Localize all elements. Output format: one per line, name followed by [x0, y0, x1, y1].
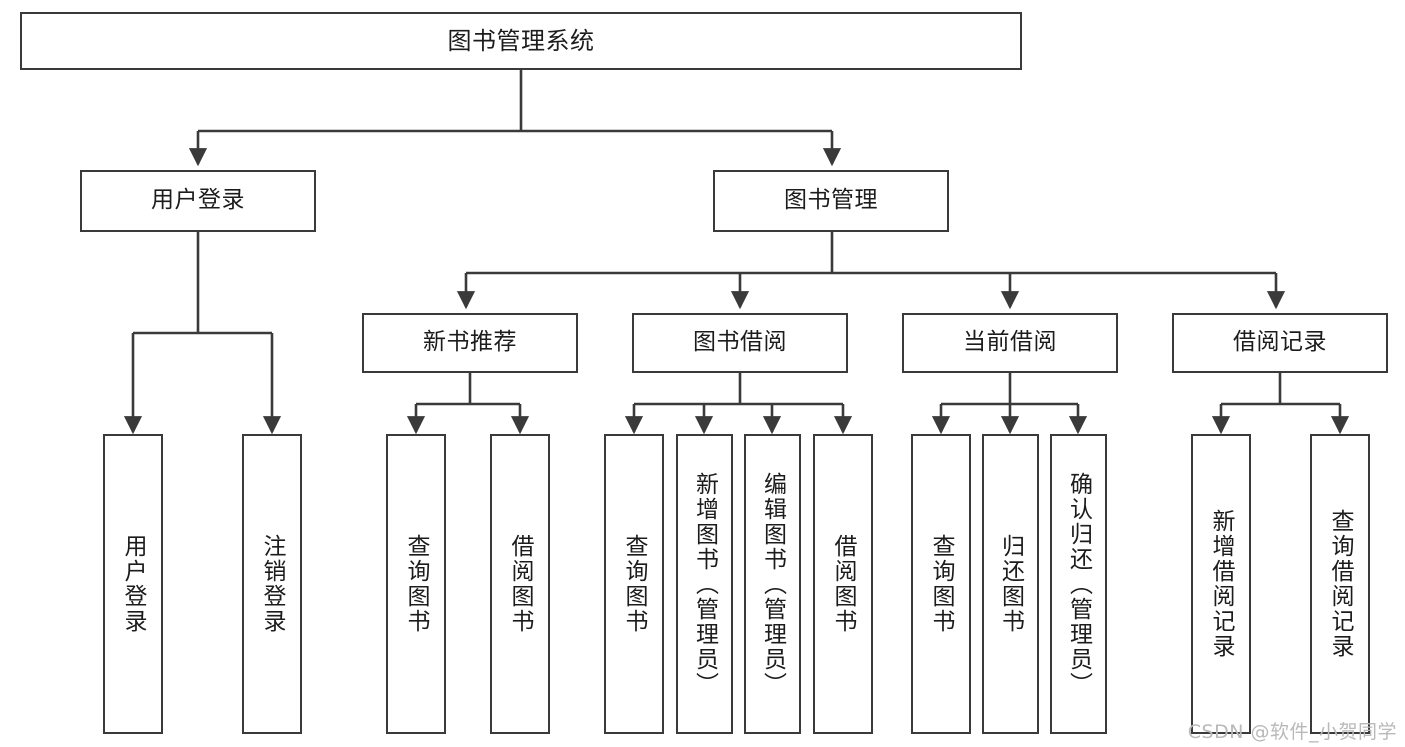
node-book-borrow-label: 图书借阅: [693, 329, 787, 356]
node-leaf-borrow-book-2-label: 借阅图书: [830, 534, 857, 634]
node-leaf-query-book-3[interactable]: 查询图书: [911, 434, 971, 734]
node-user-login-label: 用户登录: [151, 187, 245, 214]
node-current-borrow-label: 当前借阅: [963, 329, 1057, 356]
node-root-label: 图书管理系统: [447, 26, 595, 55]
node-leaf-confirm-return-label: 确认归还（管理员）: [1065, 471, 1092, 697]
node-leaf-borrow-book-2[interactable]: 借阅图书: [813, 434, 873, 734]
node-leaf-edit-book[interactable]: 编辑图书（管理员）: [744, 434, 801, 734]
node-book-manage[interactable]: 图书管理: [713, 170, 949, 232]
node-borrow-record-label: 借阅记录: [1233, 329, 1327, 356]
node-leaf-add-book[interactable]: 新增图书（管理员）: [676, 434, 733, 734]
node-leaf-add-record-label: 新增借阅记录: [1208, 509, 1235, 659]
node-new-book-recommend[interactable]: 新书推荐: [362, 313, 578, 373]
node-leaf-query-book-2[interactable]: 查询图书: [604, 434, 664, 734]
node-leaf-user-login-label: 用户登录: [120, 534, 147, 634]
node-leaf-query-record[interactable]: 查询借阅记录: [1310, 434, 1370, 734]
node-leaf-user-login[interactable]: 用户登录: [103, 434, 163, 734]
node-leaf-add-record[interactable]: 新增借阅记录: [1191, 434, 1251, 734]
node-new-book-recommend-label: 新书推荐: [423, 329, 517, 356]
node-user-login[interactable]: 用户登录: [80, 170, 316, 232]
node-borrow-record[interactable]: 借阅记录: [1172, 313, 1388, 373]
node-leaf-confirm-return[interactable]: 确认归还（管理员）: [1050, 434, 1107, 734]
node-leaf-edit-book-label: 编辑图书（管理员）: [759, 471, 786, 697]
node-book-borrow[interactable]: 图书借阅: [632, 313, 848, 373]
node-leaf-query-record-label: 查询借阅记录: [1327, 509, 1354, 659]
node-leaf-query-book-3-label: 查询图书: [928, 534, 955, 634]
node-leaf-user-logout[interactable]: 注销登录: [242, 434, 302, 734]
node-leaf-return-book[interactable]: 归还图书: [982, 434, 1039, 734]
node-root[interactable]: 图书管理系统: [20, 12, 1022, 70]
node-book-manage-label: 图书管理: [784, 187, 878, 214]
node-leaf-add-book-label: 新增图书（管理员）: [691, 471, 718, 697]
csdn-watermark: CSDN @软件_小贺同学: [1187, 721, 1397, 743]
node-leaf-borrow-book-1[interactable]: 借阅图书: [490, 434, 550, 734]
node-leaf-query-book-2-label: 查询图书: [621, 534, 648, 634]
node-leaf-return-book-label: 归还图书: [997, 534, 1024, 634]
node-leaf-user-logout-label: 注销登录: [259, 534, 286, 634]
node-leaf-query-book-1-label: 查询图书: [403, 534, 430, 634]
node-current-borrow[interactable]: 当前借阅: [902, 313, 1118, 373]
node-leaf-query-book-1[interactable]: 查询图书: [386, 434, 446, 734]
node-leaf-borrow-book-1-label: 借阅图书: [507, 534, 534, 634]
